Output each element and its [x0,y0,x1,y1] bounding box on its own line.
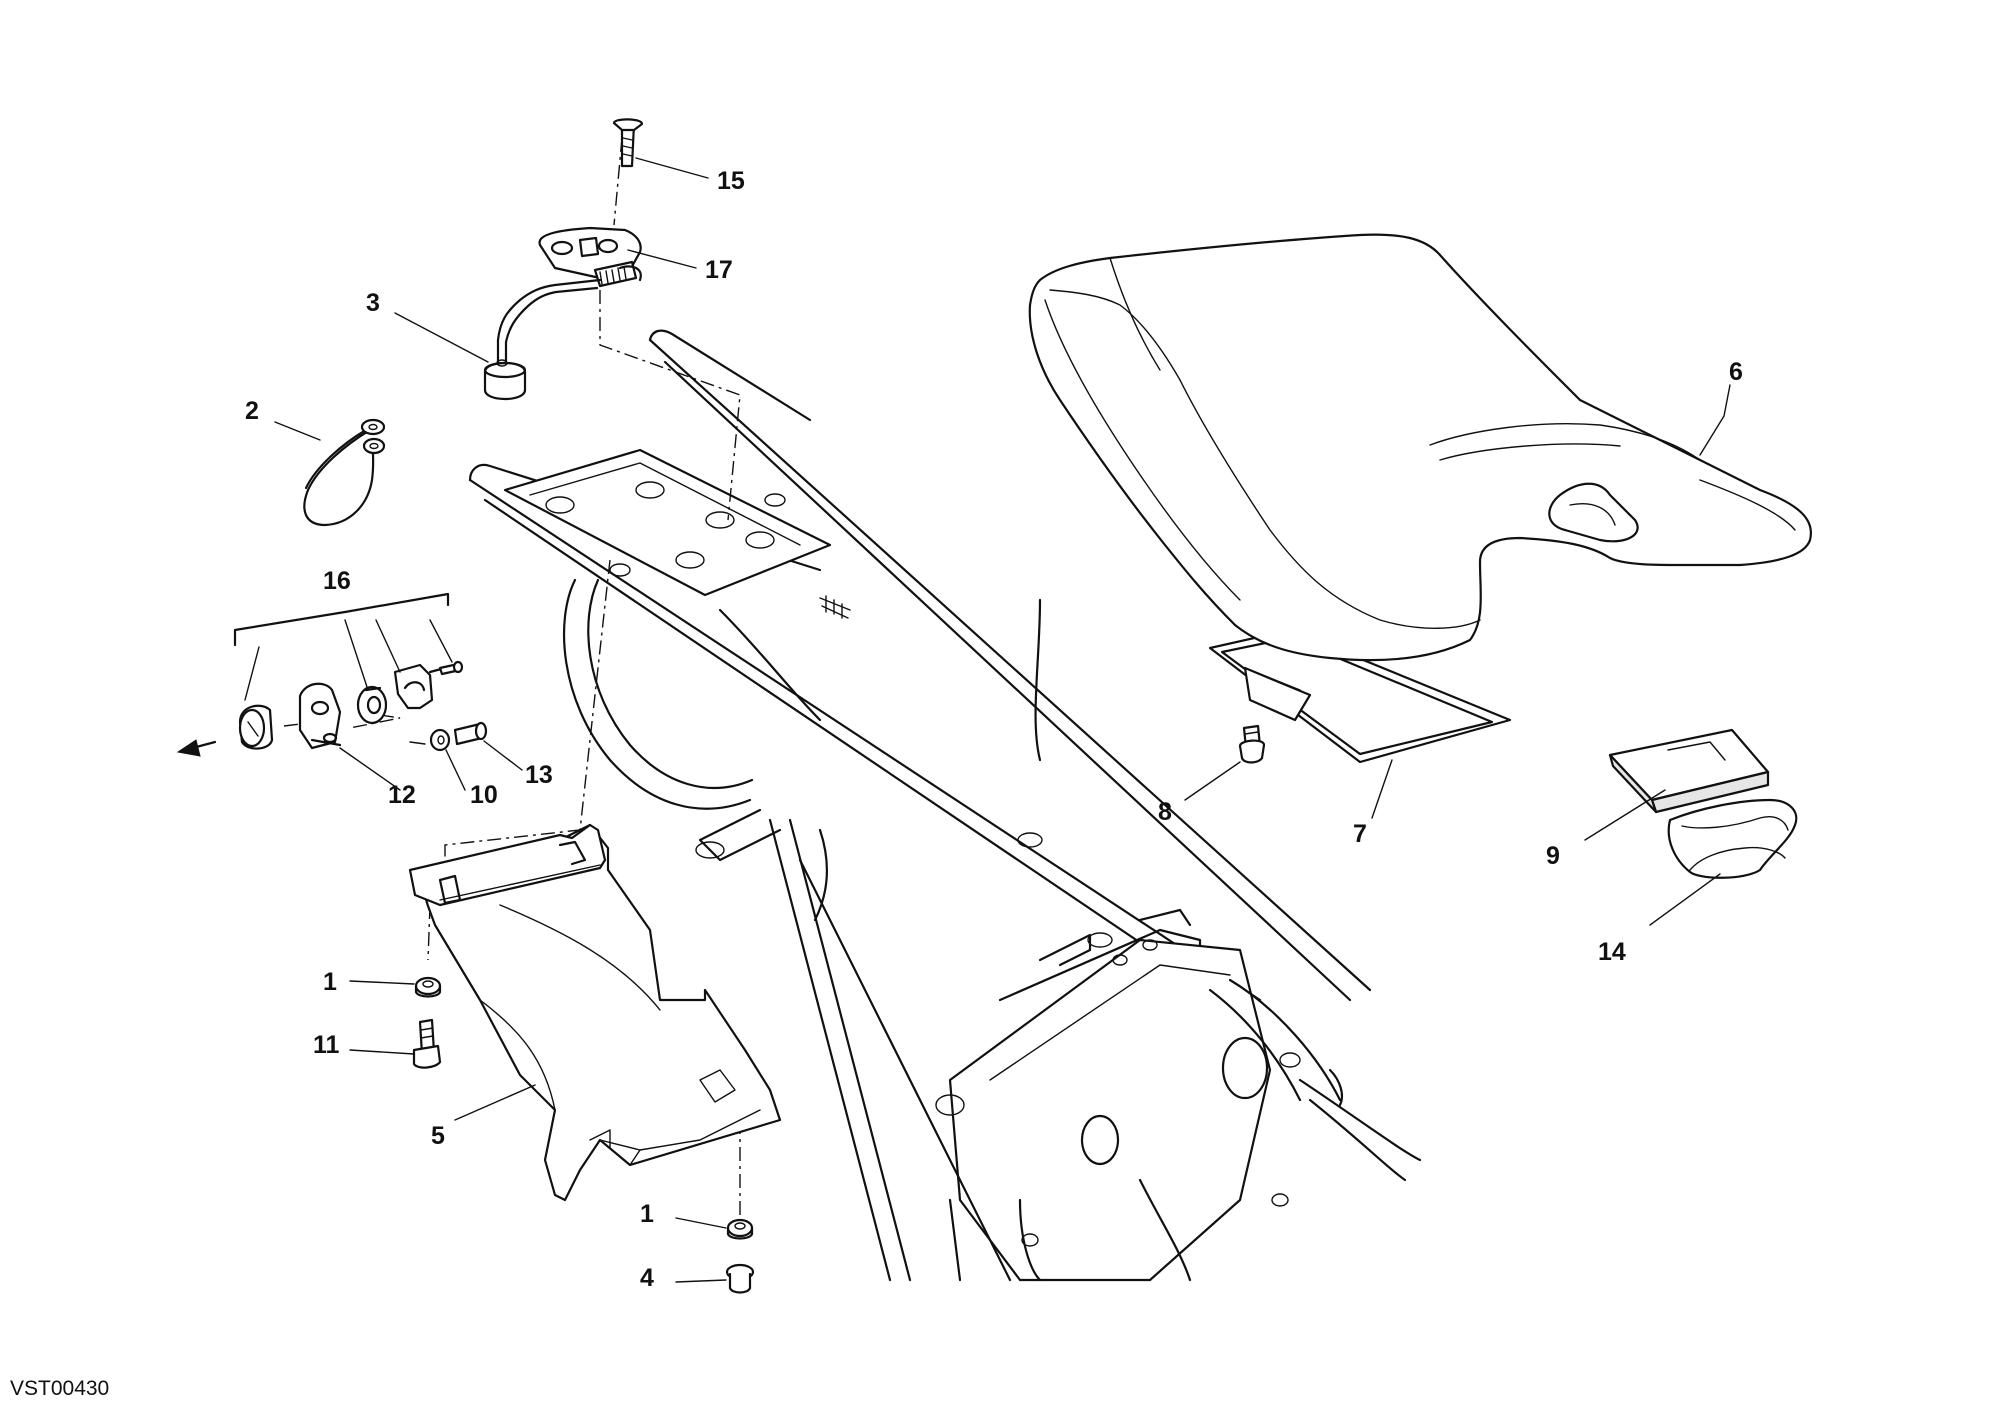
callout-1-lower: 1 [640,1200,654,1228]
callout-11: 11 [313,1031,340,1059]
part-4-nut [725,1263,755,1294]
callout-4: 4 [640,1264,654,1292]
part-14-cushion [1667,798,1798,879]
rear-subframe [468,329,1422,1282]
callout-14: 14 [1598,938,1626,966]
callout-5: 5 [431,1122,445,1150]
callout-9: 9 [1546,842,1560,870]
callout-17: 17 [705,256,733,284]
part-15-screw [612,118,644,168]
part-1-grommet-lower [726,1218,754,1240]
callout-3: 3 [366,289,380,317]
callout-6: 6 [1729,358,1743,386]
part-5-bracket [408,823,782,1202]
callout-10: 10 [470,781,498,809]
callout-13: 13 [525,761,553,789]
part-9-pad [1608,728,1770,814]
callout-1-upper: 1 [323,968,337,996]
callout-7: 7 [1353,820,1367,848]
part-11-bolt [412,1018,442,1069]
callout-12: 12 [388,781,416,809]
callout-8: 8 [1158,798,1172,826]
leader-lines [274,157,1731,1283]
drawing-code: VST00430 [10,1377,110,1400]
part-6-seat [1028,233,1812,662]
callout-2: 2 [245,397,259,425]
part-8-screw [1238,724,1266,764]
part-16-lock-assembly [176,592,488,757]
callout-15: 15 [717,167,745,195]
assembly-guides [349,137,741,1220]
part-17-latch [538,226,642,288]
part-1-grommet-upper [414,976,442,998]
part-2-lanyard [303,418,386,527]
part-3-cable [483,278,602,401]
callout-16: 16 [323,567,351,595]
